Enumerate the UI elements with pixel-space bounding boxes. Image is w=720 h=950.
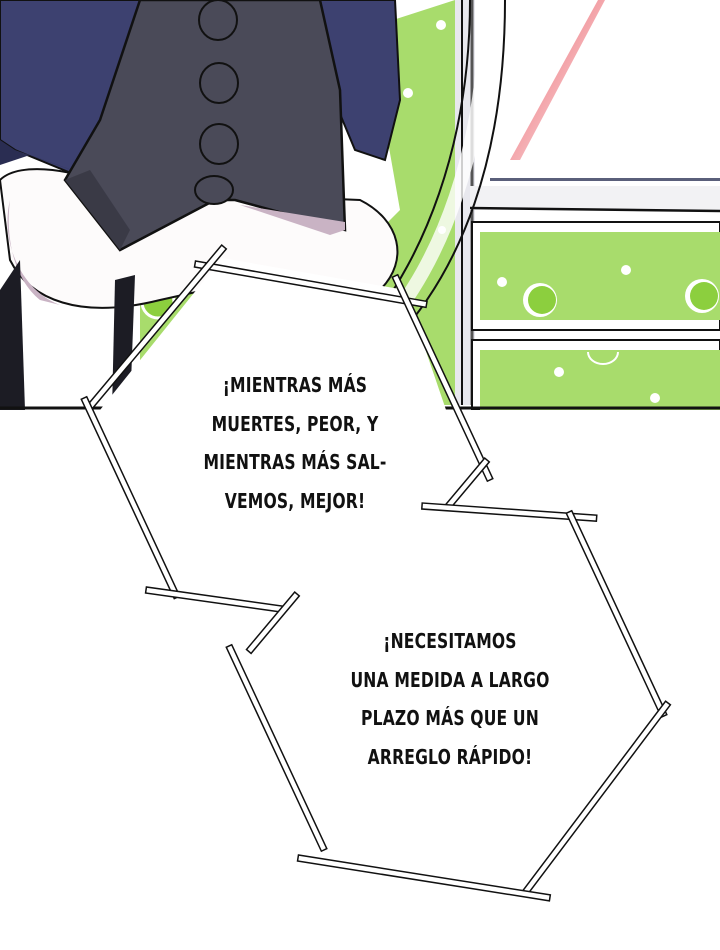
bubble-line: VEMOS, MEJOR!: [224, 488, 366, 513]
vest-buttons: [194, 0, 239, 205]
bubble-line: MIENTRAS MÁS SAL-: [203, 450, 387, 474]
character-illustration: [0, 0, 720, 410]
bubble-line: ¡MIENTRAS MÁS: [222, 373, 368, 397]
speech-bubble-2: ¡NECESITAMOS UNA MEDIDA A LARGO PLAZO MÁ…: [333, 622, 567, 776]
character: [0, 0, 402, 410]
red-streak: [510, 0, 605, 160]
illustration-panel: [0, 0, 720, 410]
bubble-line: PLAZO MÁS QUE UN: [361, 706, 539, 730]
bubble-line: ¡NECESITAMOS: [383, 629, 517, 653]
bubble-line: MUERTES, PEOR, Y: [211, 411, 379, 436]
bubble-line: UNA MEDIDA A LARGO: [350, 667, 550, 692]
bubble-line: ARREGLO RÁPIDO!: [367, 744, 533, 769]
speech-bubble-1: ¡MIENTRAS MÁS MUERTES, PEOR, Y MIENTRAS …: [182, 366, 408, 520]
